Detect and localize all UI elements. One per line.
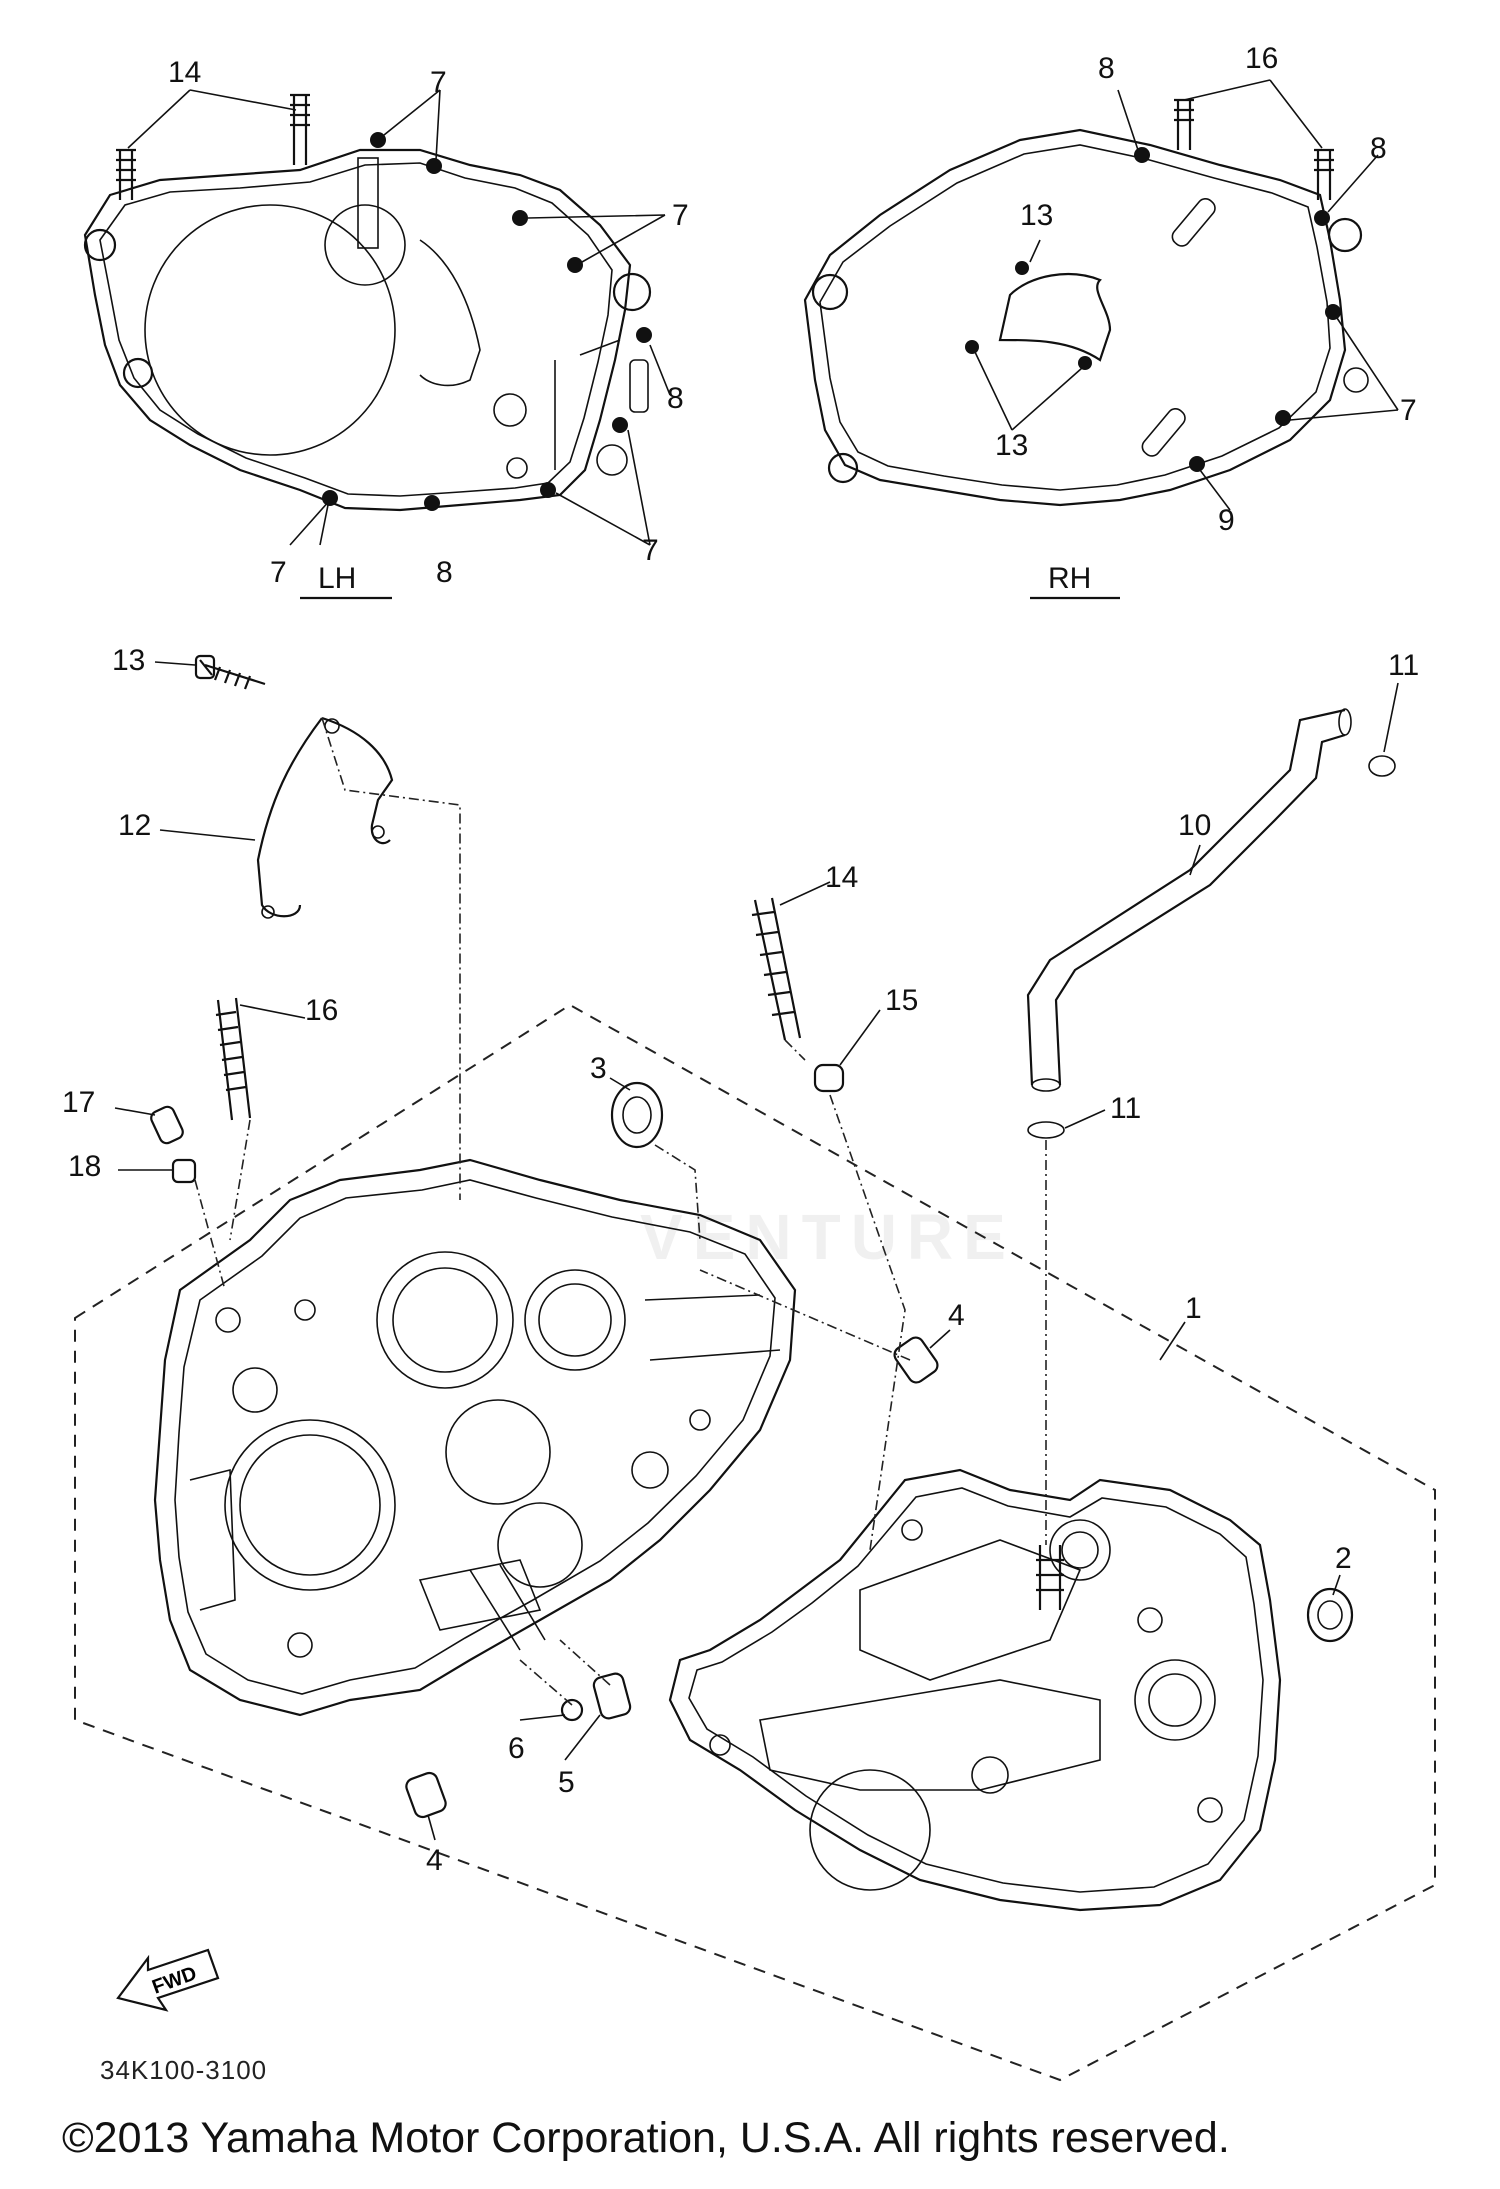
- label-lh-8a: 8: [667, 382, 684, 415]
- label-part-6: 6: [508, 1732, 525, 1765]
- label-part-17: 17: [62, 1086, 95, 1119]
- exploded-assembly: [74, 654, 1436, 2082]
- label-lh-7c: 7: [642, 534, 659, 567]
- label-lh-14: 14: [168, 56, 201, 89]
- label-part-12: 12: [118, 809, 151, 842]
- label-rh-9: 9: [1218, 504, 1235, 537]
- label-part-4b: 4: [426, 1844, 443, 1877]
- label-part-11a: 11: [1388, 649, 1419, 682]
- label-rh-16: 16: [1245, 42, 1278, 75]
- label-part-2: 2: [1335, 1542, 1352, 1575]
- label-part-1: 1: [1185, 1292, 1202, 1325]
- label-rh-8b: 8: [1370, 132, 1387, 165]
- callout-labels: 14 7 7 8 7 8 7 LH 8 16 8 13 13 7 9 RH 13…: [62, 42, 1419, 1999]
- label-part-5: 5: [558, 1766, 575, 1799]
- label-part-10: 10: [1178, 809, 1211, 842]
- label-part-4a: 4: [948, 1299, 965, 1332]
- label-part-3: 3: [590, 1052, 607, 1085]
- view-label-rh: RH: [1048, 562, 1091, 595]
- view-label-lh: LH: [318, 562, 356, 595]
- label-rh-13a: 13: [1020, 199, 1053, 232]
- copyright-notice: ©2013 Yamaha Motor Corporation, U.S.A. A…: [62, 2114, 1230, 2162]
- label-part-11b: 11: [1110, 1092, 1141, 1125]
- part-code: 34K100-3100: [100, 2055, 268, 2085]
- label-rh-13b: 13: [995, 429, 1028, 462]
- label-part-18: 18: [68, 1150, 101, 1183]
- lh-crankcase-view: [83, 89, 671, 600]
- label-lh-7d: 7: [270, 556, 287, 589]
- label-rh-8a: 8: [1098, 52, 1115, 85]
- label-part-15: 15: [885, 984, 918, 1017]
- label-rh-7: 7: [1400, 394, 1417, 427]
- label-part-13: 13: [112, 644, 145, 677]
- label-lh-8b: 8: [436, 556, 453, 589]
- label-lh-7a: 7: [430, 66, 447, 99]
- label-part-16: 16: [305, 994, 338, 1027]
- label-part-14: 14: [825, 861, 858, 894]
- rh-crankcase-view: [803, 79, 1399, 600]
- label-lh-7b: 7: [672, 199, 689, 232]
